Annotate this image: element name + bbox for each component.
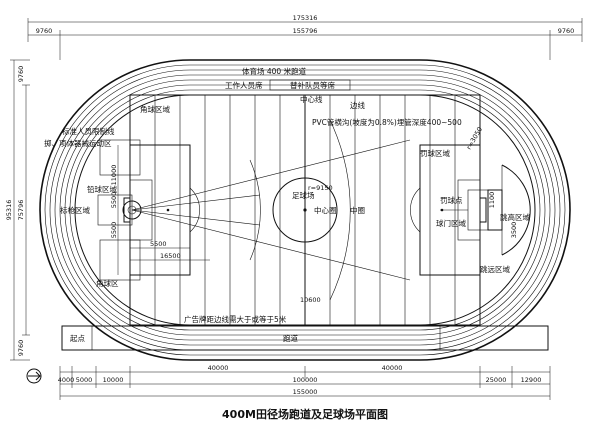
center-circle-label: 中心圈 [314,205,337,215]
goal-zone-label: 球门区域 [436,218,466,228]
plan-title: 400M田径场跑道及足球场平面图 [222,407,388,421]
field-labels: 角球区域 标准人员限制线 掷、项体器械运动区 PVC管横沟(坡度为0.8%)埋管… [44,104,530,324]
dim-1100: 1100 [488,192,496,209]
dim-top-height: 9760 [17,66,25,83]
start-point-label: 起点 [70,334,85,343]
dim-b-5000: 5000 [76,376,93,384]
corner-zone-label: 角球区域 [140,104,170,114]
dim-5500-c: 5500 [150,240,167,248]
grass-stripes [154,95,456,325]
halfway-label: 中心线 [300,94,323,104]
dim-b-4000: 4000 [58,376,75,384]
dim-5500-b: 5500 [110,222,118,239]
ad-board-label: 广告牌距边线需大于或等于5米 [184,314,287,324]
dim-b-25000: 25000 [486,376,507,384]
dim-b-total: 155000 [293,388,318,396]
dim-bottom-height: 9760 [17,340,25,357]
track-400-label: 体育场 400 米跑道 [242,66,307,76]
edge-line-label: 边线 [350,100,365,110]
dim-b-12900: 12900 [521,376,542,384]
shotput-label: 铅球区域 [87,184,117,194]
dim-right-margin: 9760 [558,27,575,35]
dim-total-height: 95316 [5,200,13,221]
dim-total-width: 175316 [293,14,318,22]
dim-5500-a: 5500 [110,192,118,209]
runway-straight: 起点 跑道 [61,325,549,351]
dim-11000: 11000 [110,165,118,186]
long-jump-label: 跳远区域 [480,264,510,274]
top-stand: 体育场 400 米跑道 工作人员席 替补队员等席 中心线 边线 [225,66,365,110]
penalty-zone-label: 罚球区域 [420,148,450,158]
dim-9150: r=9150 [308,184,333,192]
left-dimensions: 95316 75796 9760 9760 [5,59,30,361]
dim-left-margin: 9760 [36,27,53,35]
athletes-label: 替补队员等席 [290,80,335,90]
top-dimensions: 175316 155796 9760 9760 [27,14,583,60]
jumping-area [440,164,531,256]
dim-r3050: r=3050 [465,126,484,151]
throwing-sector [97,119,411,301]
center-mark-label: 中圈 [350,205,365,215]
dim-16500: 16500 [160,252,181,260]
restricted-line-label: 标准人员限制线 [62,126,115,136]
throwing-zone-label: 掷、项体器械运动区 [44,138,112,148]
javelin-zone-label: 标枪区域 [60,205,90,215]
work-staff-label: 工作人员席 [225,80,263,90]
corner-rl-label: 角球区 [96,278,119,288]
dim-inner-width: 155796 [293,27,318,35]
football-field [123,94,487,326]
penalty-point-label: 罚球点 [440,195,463,205]
dim-b-10000: 10000 [103,376,124,384]
dim-10600: 10600 [300,296,321,304]
runway-label: 跑道 [283,333,298,343]
dim-b-100000: 100000 [293,376,318,384]
bottom-dimensions: 4000 5000 10000 40000 40000 100000 25000… [58,364,551,400]
north-arrow-icon [26,368,42,384]
dim-3500: 3500 [510,222,518,239]
high-jump-label: 跳高区域 [500,212,530,222]
field-label: 足球场 [292,190,315,200]
dim-b-40000-b: 40000 [382,364,403,372]
pvc-pipe-label: PVC管横沟(坡度为0.8%)埋管深度400~500 [312,117,462,127]
dim-b-40000-a: 40000 [208,364,229,372]
dim-inner-height: 75796 [17,200,25,221]
